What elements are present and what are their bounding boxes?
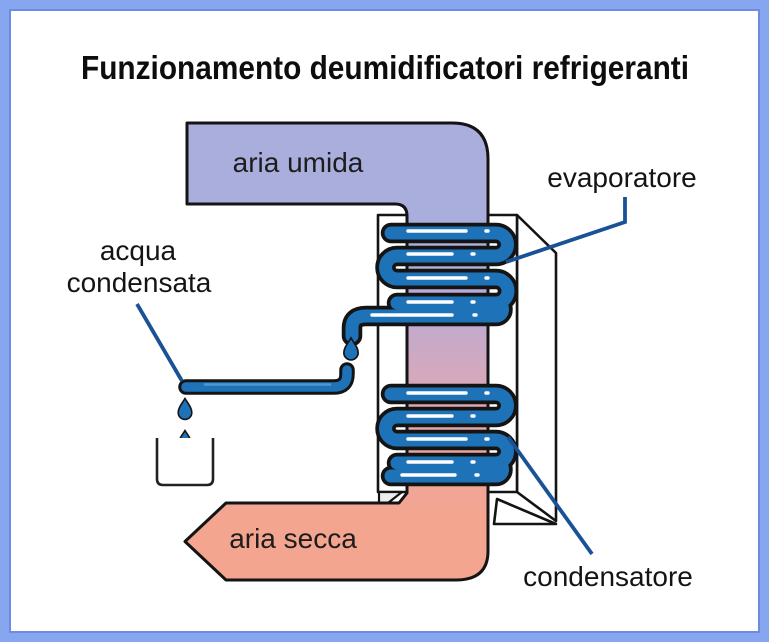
condensed-water-label-line2: condensata: [67, 267, 212, 298]
page-title: Funzionamento deumidificatori refrigeran…: [81, 49, 689, 86]
humid-air-label: aria umida: [233, 147, 364, 178]
condensed-water-leader-line: [135, 303, 184, 382]
condensed-water-label-line1: acqua: [100, 235, 177, 266]
condenser-coil: [375, 383, 518, 487]
condensate-gutter-pipe: [178, 362, 355, 395]
evaporator-leader-line: [505, 197, 627, 264]
evaporator-tube-highlight: [370, 229, 490, 317]
collection-cup: [155, 438, 215, 487]
condenser-label: condensatore: [523, 561, 693, 592]
dry-air-label: aria secca: [229, 523, 357, 554]
evaporator-label: evaporatore: [547, 162, 696, 193]
evaporator-coil-and-drain-spout: [341, 222, 519, 347]
housing-bottom-face: [492, 497, 558, 526]
gutter-pipe: [181, 365, 352, 392]
condenser-tube-highlight: [400, 391, 490, 477]
condenser-leader-line: [506, 435, 594, 556]
condenser-tube: [379, 387, 514, 483]
evaporator-tube: [345, 226, 515, 343]
frame-inner-border: [9, 9, 760, 633]
